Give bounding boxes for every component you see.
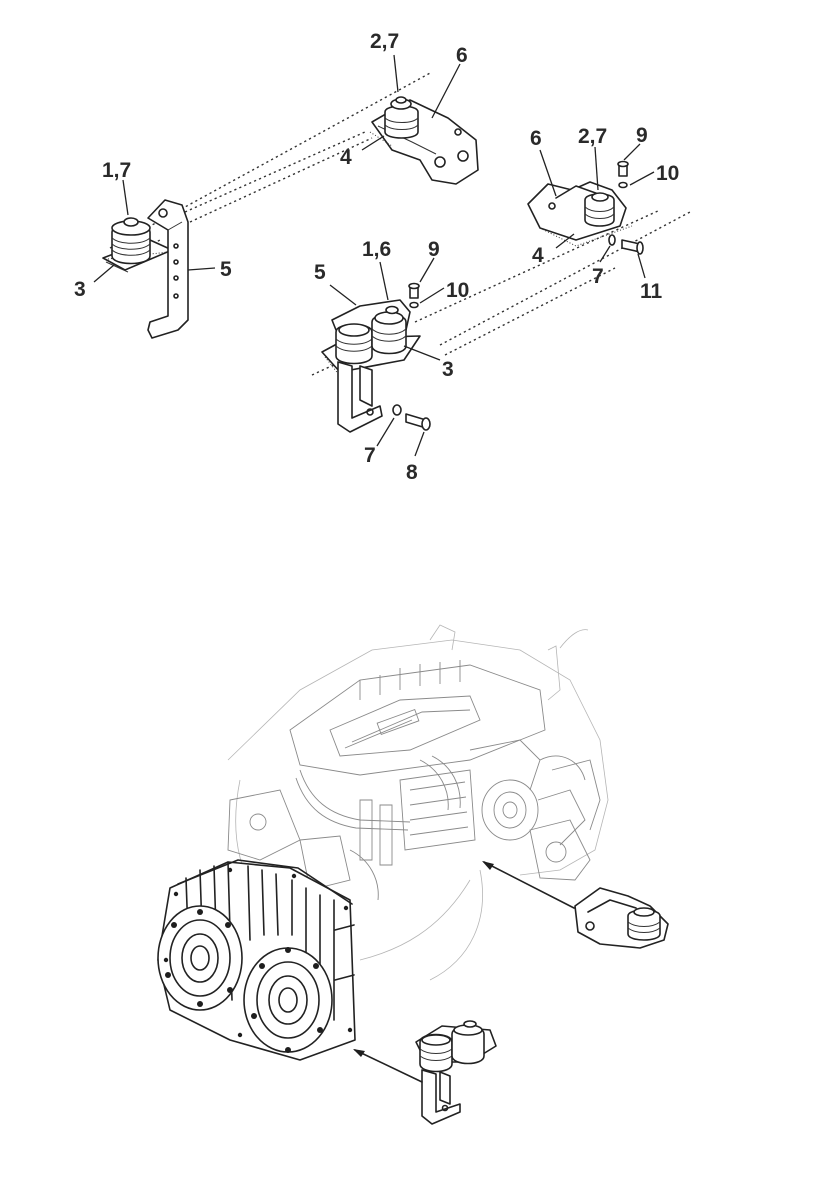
- callout-11: 11: [640, 280, 663, 303]
- callout-4-right: 4: [532, 244, 544, 267]
- callout-9-mid: 9: [428, 238, 440, 261]
- callout-5-mid: 5: [314, 261, 326, 284]
- callout-1-6: 1,6: [362, 238, 391, 261]
- callout-2-7-top: 2,7: [370, 30, 399, 53]
- callout-10-mid: 10: [446, 279, 469, 302]
- callout-5-left: 5: [220, 258, 232, 281]
- engine-assembly-illustration: [157, 624, 609, 1061]
- callout-3-left: 3: [74, 278, 86, 301]
- left-mount-bracket: [102, 199, 189, 339]
- callout-labels: 2,7 6 4 1,7 5 3 6 2,7 9 10 4 7 11 5 1,6 …: [74, 30, 679, 484]
- callout-9-right: 9: [636, 124, 648, 147]
- callout-leaders: [93, 54, 655, 457]
- callout-7-mid: 7: [364, 444, 376, 467]
- middle-mount-bracket: [321, 282, 431, 433]
- right-mount-bracket: [527, 160, 644, 255]
- top-mount-bracket: [369, 96, 479, 185]
- callout-2-7-right: 2,7: [578, 125, 607, 148]
- callout-4-top: 4: [340, 146, 352, 169]
- callout-8: 8: [406, 461, 418, 484]
- callout-7-right: 7: [592, 265, 604, 288]
- rear-mount-illustration: [482, 861, 669, 949]
- callout-3-mid: 3: [442, 358, 454, 381]
- front-mount-illustration: [353, 1020, 497, 1125]
- callout-6-right: 6: [530, 127, 542, 150]
- callout-6-top: 6: [456, 44, 468, 67]
- callout-1-7: 1,7: [102, 159, 131, 182]
- callout-10-right: 10: [656, 162, 679, 185]
